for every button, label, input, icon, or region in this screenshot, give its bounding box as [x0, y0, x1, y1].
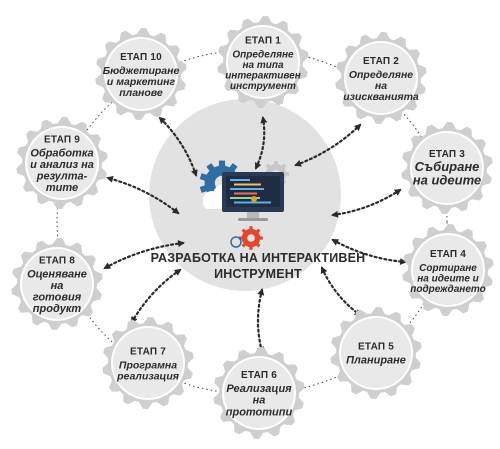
stage-6-title: ЕТАП 6: [241, 370, 277, 381]
stage-4-description-line: Сортиране: [419, 263, 477, 274]
arrow-to-stage-1: [254, 116, 268, 170]
arrows: [103, 116, 407, 354]
stage-1-description-line: инструмент: [230, 81, 296, 92]
stage-7-description-line: реализация: [116, 371, 179, 383]
stage-3-description-line: Събиране: [415, 159, 480, 174]
center-title-line-1: РАЗРАБОТКА НА ИНТЕРАКТИВЕН: [151, 251, 366, 265]
stage-6-description-line: Реализация: [226, 383, 292, 395]
stage-8-description-line: Оценяване: [27, 268, 87, 280]
stage-9-description-line: тите: [46, 182, 78, 194]
stage-2-description-line: изискванията: [343, 91, 419, 103]
center-illustration: [199, 160, 289, 250]
stage-1-description-line: Определяне: [232, 50, 294, 61]
monitor-icon: [222, 172, 284, 221]
stage-5-gear: ЕТАП 5 Планиране: [330, 307, 422, 399]
stage-10-description-line: планове: [119, 87, 163, 99]
stage-8-description-line: продукт: [33, 303, 82, 315]
stage-9-title: ЕТАП 9: [44, 134, 80, 145]
stage-10-title: ЕТАП 10: [120, 52, 162, 63]
stage-2-description-line: Определяне: [349, 69, 413, 81]
stage-3-description-line: на идеите: [413, 173, 481, 188]
stage-1-title: ЕТАП 1: [245, 36, 281, 47]
arrow-to-stage-10: [158, 116, 198, 177]
stage-9-description-line: Обработка: [30, 147, 93, 159]
stage-2-description-line: на: [375, 80, 387, 92]
arrow-to-stage-6: [256, 288, 265, 354]
stage-9-description-line: резулта-: [36, 171, 88, 183]
arrow-to-stage-9: [106, 175, 180, 215]
stage-8-description-line: готовия: [33, 292, 82, 304]
stage-6-description-line: на: [253, 395, 266, 407]
stage-10-description-line: Бюджетиране: [103, 65, 180, 77]
stage-8-title: ЕТАП 8: [39, 255, 75, 266]
arrow-to-stage-5: [320, 266, 362, 317]
stage-2-title: ЕТАП 2: [363, 56, 399, 67]
arrow-to-stage-4: [331, 238, 407, 266]
stage-10-description-line: и маркетинг: [107, 76, 176, 88]
stage-3-title: ЕТАП 3: [429, 149, 465, 160]
stage-4-description-line: на идеите и: [417, 273, 479, 284]
small-gear-outline-icon: [230, 236, 242, 248]
stage-4-title: ЕТАП 4: [430, 249, 466, 260]
stage-5-description-line: Планиране: [346, 355, 406, 367]
gear-red-icon: [239, 226, 263, 250]
stage-1-description-line: интерактивен: [225, 71, 301, 82]
stage-5-title: ЕТАП 5: [358, 342, 394, 353]
stage-6-description-line: прототипи: [226, 406, 293, 418]
arrow-to-stage-3: [331, 188, 402, 218]
center-title-line-2: ИНСТРУМЕНТ: [214, 267, 302, 281]
stage-8-description-line: на: [51, 280, 64, 292]
arrow-to-stage-8: [103, 240, 185, 270]
center-hub: РАЗРАБОТКА НА ИНТЕРАКТИВЕН ИНСТРУМЕНТ: [149, 99, 365, 291]
stage-7-title: ЕТАП 7: [130, 346, 166, 357]
arrow-to-stage-7: [130, 268, 182, 324]
arrow-to-stage-2: [294, 123, 362, 167]
stage-7-description-line: Програмна: [119, 359, 177, 371]
stage-1-description-line: на типа: [242, 60, 283, 71]
stage-4-description-line: подреждането: [410, 284, 486, 295]
stage-9-description-line: и анализ на: [30, 159, 94, 171]
